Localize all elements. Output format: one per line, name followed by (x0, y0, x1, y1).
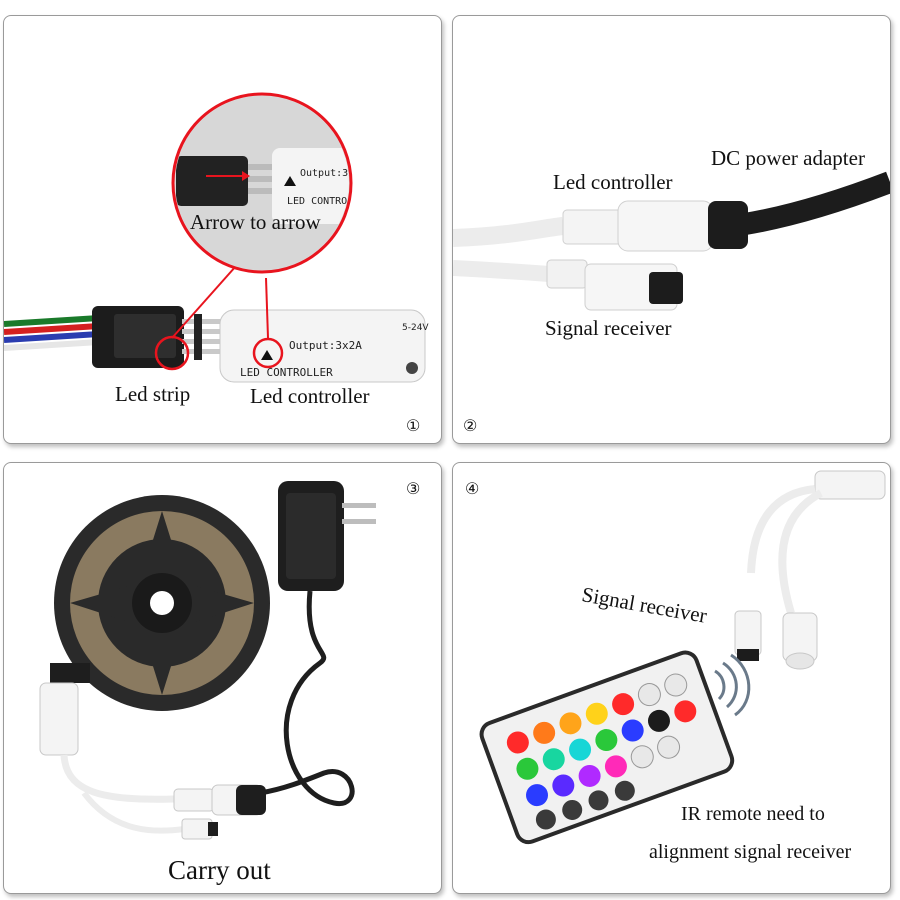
zoom-output-text: Output:3x2A (300, 168, 366, 179)
led-controller-label: Led controller (250, 384, 370, 408)
zoom-magnifier: Output:3x2A LED CONTROLLER (171, 92, 372, 274)
remote-alignment-illustration (479, 470, 886, 845)
zoom-brand-text: LED CONTROLLER (287, 196, 372, 207)
led-controller-body (219, 309, 426, 383)
dc-power-adapter-label: DC power adapter (711, 146, 865, 170)
controller-voltage-text: 5-24V (402, 323, 429, 333)
receiver-assembly (734, 470, 886, 670)
led-controller-unit (39, 663, 266, 840)
ir-remote (479, 650, 735, 845)
led-controller-label-2: Led controller (553, 170, 673, 194)
panel-number-3: ③ (406, 481, 421, 498)
ir-signal-waves (714, 653, 751, 717)
connector-pins (182, 314, 222, 360)
dc-adapter-plug (708, 201, 748, 249)
rgb-wires (4, 315, 100, 351)
controller-arrow-highlight (252, 337, 284, 369)
remote-note-line-1: IR remote need to (681, 803, 825, 825)
led-strip-label: Led strip (115, 382, 191, 406)
controller-cable (453, 217, 565, 247)
panel-number-4: ④ (465, 481, 480, 498)
zoom-caption: Arrow to arrow (190, 210, 321, 234)
kit-contents-illustration (39, 481, 376, 840)
panel-number-2: ② (463, 418, 478, 435)
panel-1-connection: LED CONTROLLER Output:3x2A 5-24V Output:… (3, 15, 442, 444)
controller-brand-text: LED CONTROLLER (240, 366, 333, 379)
signal-receiver-label: Signal receiver (545, 316, 672, 340)
power-connection-illustration (453, 171, 890, 311)
power-adapter (259, 481, 376, 806)
panel-2-power: Led controller DC power adapter Signal r… (452, 15, 891, 444)
controller-output-text: Output:3x2A (289, 339, 362, 352)
carry-out-caption: Carry out (168, 855, 271, 885)
panel-3-kit: Carry out ③ (3, 462, 442, 894)
controller-female-jack (617, 200, 714, 252)
panel-number-1: ① (406, 418, 421, 435)
remote-note-line-2: alignment signal receiver (649, 841, 852, 863)
panel-4-remote: Signal receiver IR remote need to alignm… (452, 462, 891, 894)
dc-adapter-cable (743, 171, 890, 235)
strip-to-controller-illustration: LED CONTROLLER Output:3x2A 5-24V Output:… (4, 92, 429, 383)
led-strip-reel (54, 495, 270, 711)
